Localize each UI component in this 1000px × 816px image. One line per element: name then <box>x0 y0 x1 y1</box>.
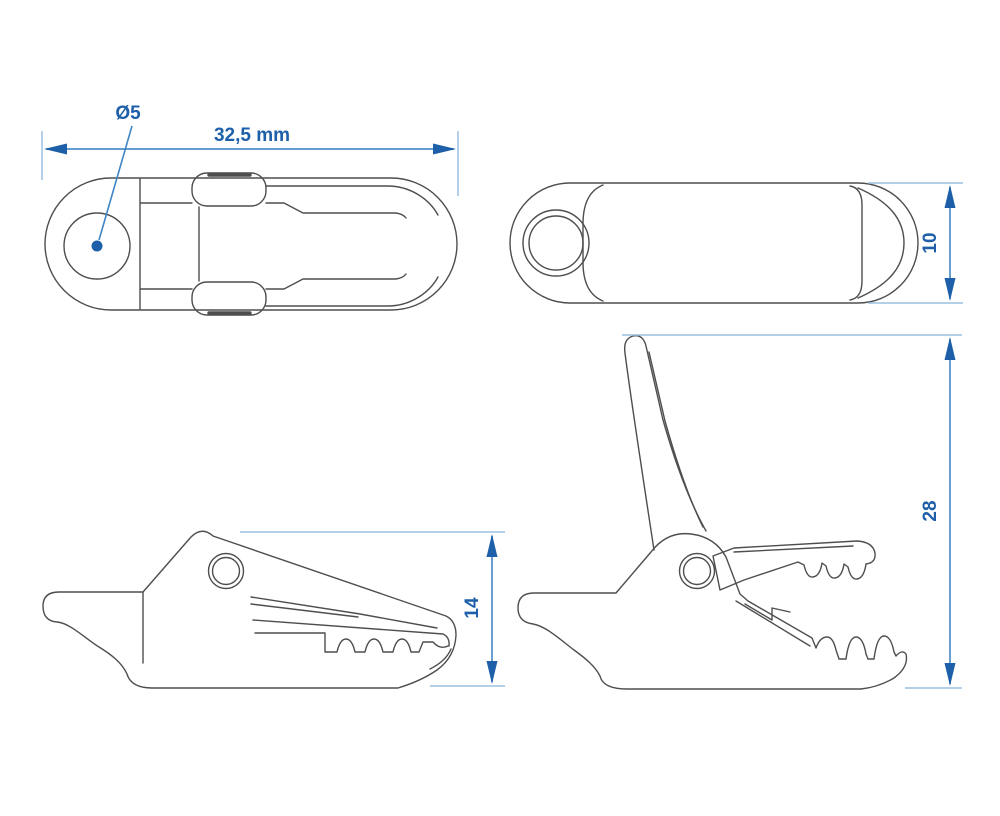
pivot-hole-inner <box>211 556 241 586</box>
nose-dome-arc <box>857 187 905 299</box>
pivot-hole-outer <box>207 552 245 590</box>
clip-body-outline <box>509 182 919 304</box>
open-height-arrow-top <box>944 337 956 360</box>
hole-diameter-label: Ø5 <box>115 103 141 124</box>
lower-jaw-step <box>744 603 791 621</box>
hole-leader-line <box>98 125 133 241</box>
jaw-split-line <box>252 619 450 647</box>
closed-height-dimension-label: 14 <box>462 597 483 619</box>
jaw-inner-line-top <box>265 185 439 216</box>
eyelet-inner-circle <box>528 215 584 271</box>
length-arrow-left <box>44 143 67 155</box>
nose-inner-edge <box>849 185 863 301</box>
lever-arm <box>623 335 707 551</box>
lever-underside-line-2 <box>250 603 359 618</box>
length-dimension-label: 32,5 mm <box>214 125 290 146</box>
pivot-hole-inner <box>682 556 712 586</box>
lower-jaw-inner-slant <box>735 600 811 647</box>
lever-underside-line-1 <box>250 596 438 629</box>
clip-body-outline <box>44 177 458 311</box>
body-silhouette <box>517 532 908 690</box>
thickness-dimension-label: 10 <box>920 232 941 253</box>
eyelet-outer-circle <box>522 209 590 277</box>
hinge-tab-bottom <box>191 281 267 316</box>
hole-center-dot <box>91 240 103 252</box>
open-height-arrow-bottom <box>944 663 956 686</box>
hinge-tab-top <box>191 172 267 207</box>
clip-silhouette <box>42 530 457 689</box>
open-height-dimension-label: 28 <box>920 500 941 521</box>
closed-height-arrow-top <box>486 534 498 557</box>
body-bracket-line <box>582 184 604 302</box>
thickness-arrow-bottom <box>944 278 956 301</box>
view-side-closed: 14 <box>42 530 505 689</box>
thickness-arrow-top <box>944 185 956 208</box>
lever-arm-inner-edge <box>648 351 704 528</box>
pivot-hole-outer <box>678 552 716 590</box>
length-arrow-right <box>433 143 456 155</box>
closed-height-arrow-bottom <box>486 661 498 684</box>
nose-inner-arc <box>429 648 452 670</box>
jaw-inner-line-bottom <box>265 276 439 307</box>
view-bottom-plan: 10 <box>509 182 963 304</box>
upper-jaw-bar <box>712 540 876 591</box>
jaw-chamfer-bottom <box>265 273 407 290</box>
eyelet-circle <box>63 212 131 280</box>
view-side-open: 28 <box>517 334 962 690</box>
view-top-plan: 32,5 mm Ø5 <box>41 103 459 316</box>
jaw-chamfer-top <box>265 202 407 219</box>
upper-jaw-inner-line <box>733 545 854 553</box>
jaw-teeth-line <box>254 632 449 653</box>
